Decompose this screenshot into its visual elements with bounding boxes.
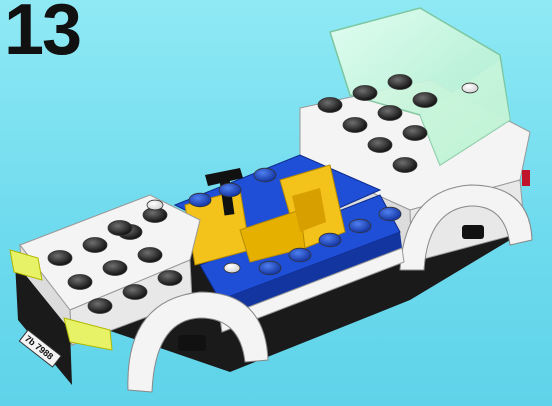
stud — [368, 138, 392, 153]
stud — [289, 248, 311, 262]
stud — [318, 98, 342, 113]
stud — [388, 75, 412, 90]
stud — [224, 263, 240, 273]
stud — [413, 93, 437, 108]
stud — [462, 83, 478, 93]
stud — [378, 106, 402, 121]
stud — [319, 233, 341, 247]
stud — [123, 285, 147, 300]
stud — [48, 251, 72, 266]
stud — [83, 238, 107, 253]
stud — [138, 248, 162, 263]
stud — [393, 158, 417, 173]
stud — [68, 275, 92, 290]
stud — [254, 168, 276, 182]
stud — [353, 86, 377, 101]
stud — [88, 299, 112, 314]
stud — [219, 183, 241, 197]
stud — [147, 200, 163, 210]
stud — [343, 118, 367, 133]
stud — [189, 193, 211, 207]
stud — [108, 221, 132, 236]
stud — [158, 271, 182, 286]
stud — [103, 261, 127, 276]
stud — [259, 261, 281, 275]
stud — [379, 207, 401, 221]
stud — [349, 219, 371, 233]
stud — [403, 126, 427, 141]
